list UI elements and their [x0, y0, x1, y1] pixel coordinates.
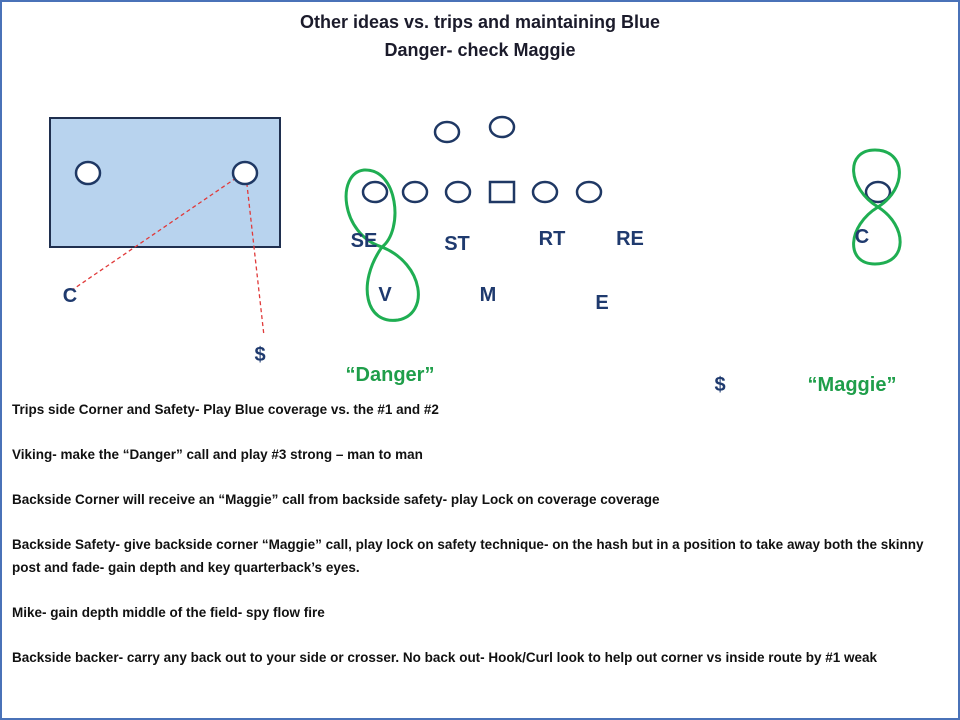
- safety-assignment-line: [245, 175, 265, 337]
- note-backside-corner: Backside Corner will receive an “Maggie”…: [12, 492, 660, 507]
- lineman-5-circle: [575, 180, 603, 204]
- note-viking: Viking- make the “Danger” call and play …: [12, 447, 423, 462]
- note-backside-backer: Backside backer- carry any back out to y…: [12, 649, 878, 665]
- label-safety-right: $: [714, 374, 725, 396]
- label-end: E: [595, 292, 608, 314]
- label-mike: M: [480, 284, 497, 306]
- lineman-4-circle: [531, 180, 559, 204]
- receiver-1-circle: [74, 160, 102, 186]
- backside-receiver-circle: [864, 180, 892, 204]
- danger-loop: [344, 168, 420, 322]
- label-viking: V: [378, 284, 392, 306]
- call-maggie: “Maggie”: [808, 374, 897, 396]
- title-line-1: Other ideas vs. trips and maintaining Bl…: [299, 12, 661, 32]
- receiver-2-circle: [231, 160, 259, 186]
- corner-assignment-line: [71, 173, 243, 291]
- lineman-1-circle: [361, 180, 389, 204]
- label-corner-left: C: [63, 285, 77, 307]
- label-re: RE: [616, 228, 644, 250]
- note-mike: Mike- gain depth middle of the field- sp…: [12, 604, 325, 620]
- call-danger: “Danger”: [346, 364, 435, 386]
- back-left-circle: [433, 120, 461, 144]
- label-rt: RT: [539, 228, 566, 250]
- center-square: [488, 180, 516, 204]
- back-right-circle: [488, 115, 516, 139]
- note-trips-side: Trips side Corner and Safety- Play Blue …: [12, 402, 439, 417]
- label-corner-right: C: [855, 226, 869, 248]
- note-backside-safety: Backside Safety- give backside corner “M…: [12, 537, 924, 575]
- label-st: ST: [444, 233, 470, 255]
- lineman-2-circle: [401, 180, 429, 204]
- maggie-loop: [852, 148, 902, 266]
- slide-title: Other ideas vs. trips and maintaining Bl…: [2, 8, 958, 64]
- label-safety-left: $: [254, 344, 265, 366]
- title-line-2: Danger- check Maggie: [384, 40, 576, 60]
- label-se: SE: [351, 230, 378, 252]
- lineman-3-circle: [444, 180, 472, 204]
- play-diagram: SE ST RT RE C C V M E $ $ “Danger” “Magg…: [49, 115, 902, 396]
- coaching-notes: Trips side Corner and Safety- Play Blue …: [12, 399, 937, 692]
